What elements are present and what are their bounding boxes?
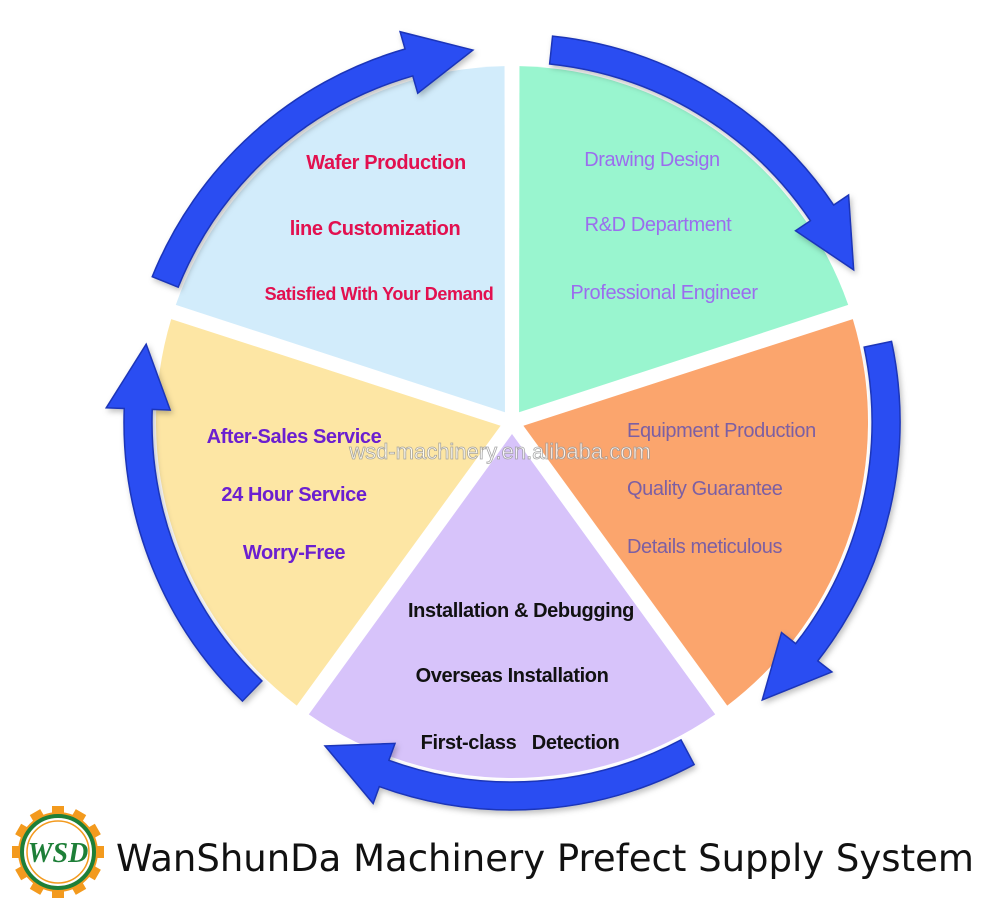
watermark-text: wsd-machinery.en.alibaba.com [348,439,651,464]
segment-text-right: Equipment Production Quality Guarantee D… [627,420,816,558]
cycle-arrow-top [151,30,475,289]
logo-text: WSD [28,838,89,869]
line-customization-label: line Customization [290,218,461,240]
segment-after-sales [156,319,501,706]
cycle-arrow-right [548,35,855,272]
after-sales-service-label: After-Sales Service [207,426,382,448]
segment-drawing-design [519,66,849,413]
segment-text-top-left: Wafer Production line Customization Sati… [265,152,494,304]
satisfied-demand-label: Satisfied With Your Demand [265,284,494,304]
rd-department-label: R&D Department [585,214,733,236]
cycle-arrow-bottom [323,738,696,811]
equipment-production-label: Equipment Production [627,420,816,442]
installation-debugging-label: Installation & Debugging [408,600,634,622]
details-meticulous-label: Details meticulous [627,536,782,558]
24-hour-service-label: 24 Hour Service [221,484,366,506]
professional-engineer-label: Professional Engineer [570,282,758,304]
segment-text-bottom: Installation & Debugging Overseas Instal… [408,600,634,754]
cycle-arrow-left [104,342,263,703]
quality-guarantee-label: Quality Guarantee [627,478,783,500]
segment-text-left: After-Sales Service 24 Hour Service Worr… [207,426,382,564]
drawing-design-label: Drawing Design [584,149,720,171]
segment-wafer-production [175,66,505,413]
cycle-arrow-lower-right [761,340,901,702]
overseas-installation-label: Overseas Installation [416,665,609,687]
wsd-logo: WSD [12,806,104,898]
segment-installation [308,434,716,778]
wafer-production-label: Wafer Production [306,152,466,174]
segment-text-top-right: Drawing Design R&D Department Profession… [570,149,758,304]
first-class-detection-label: First-class Detection [421,732,620,754]
segment-equipment-production [523,319,868,706]
footer-title: WanShunDa Machinery Prefect Supply Syste… [116,837,974,880]
logo-ring [20,814,96,890]
worry-free-label: Worry-Free [243,542,346,564]
